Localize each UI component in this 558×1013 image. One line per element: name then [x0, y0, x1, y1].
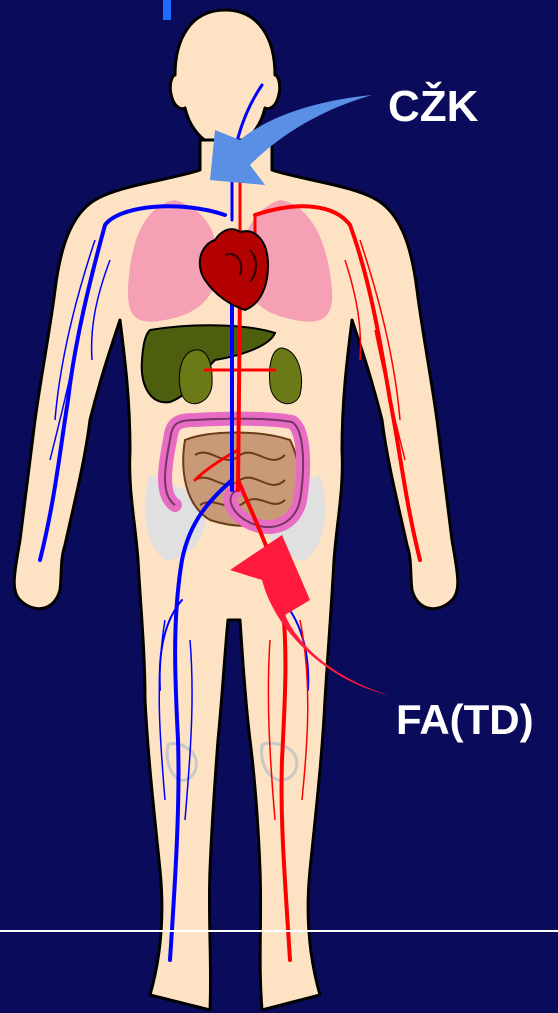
divider-line — [0, 930, 558, 932]
label-czk: CŽK — [388, 82, 478, 132]
label-fa-td: FA(TD) — [396, 696, 534, 744]
